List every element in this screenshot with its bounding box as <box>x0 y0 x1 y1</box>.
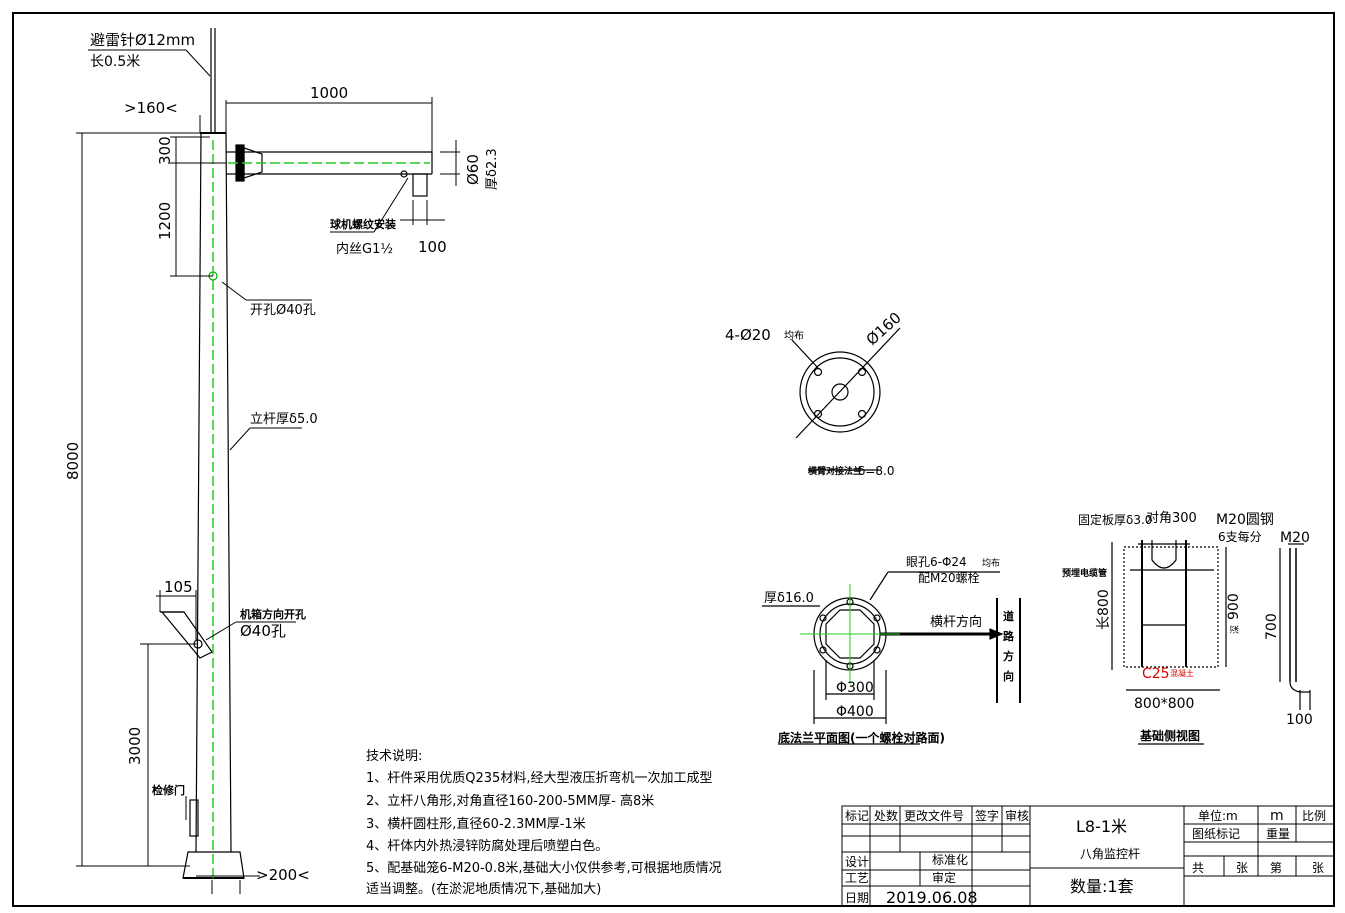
title-block <box>841 805 1335 907</box>
lightning-rod-length: 长0.5米 <box>90 54 140 70</box>
base-flange-holes-note: 均布 <box>982 557 1000 569</box>
wall-thickness: 立杆厚δ5.0 <box>250 412 318 427</box>
pole-dimensions <box>76 49 460 894</box>
concrete-grade: C25 <box>1142 666 1170 682</box>
tb-header-mark: 标记 <box>845 809 869 823</box>
arm-thickness: 厚δ2.3 <box>485 148 500 190</box>
foundation-h800: 长800 <box>1096 589 1112 630</box>
bolt-count: 6支每分 <box>1218 529 1262 544</box>
note-line-3: 3、横杆圆柱形,直径60-2.3MM厚-1米 <box>366 817 586 832</box>
base-flange-labels: 厚δ16.0 眼孔6-Φ24 均布 配M20螺栓 横杆方向 道 路 方 向 Φ3… <box>764 555 1015 745</box>
camera-mount-label: 球机螺纹安装 <box>330 217 396 231</box>
arm-direction: 横杆方向 <box>930 614 982 630</box>
diagonal-300: 对角300 <box>1146 511 1197 526</box>
foundation-caption: 基础侧视图 <box>1139 728 1200 743</box>
svg-text:方: 方 <box>1003 649 1014 663</box>
top-width-dim: >160< <box>124 99 178 117</box>
tb-design: 设计 <box>845 855 869 869</box>
base-flange-holes: 眼孔6-Φ24 <box>906 555 967 569</box>
tb-model: L8-1米 <box>1076 817 1127 836</box>
bracket-105: 105 <box>164 578 193 596</box>
foundation-h900: 900 <box>1226 593 1242 620</box>
svg-text:向: 向 <box>1003 669 1014 683</box>
base-flange-d400: Φ400 <box>836 704 874 720</box>
tb-scale: 比例 <box>1302 809 1326 823</box>
height-3000: 3000 <box>126 727 144 765</box>
tb-header-sign: 签字 <box>975 808 999 823</box>
bolt-length: 700 <box>1264 613 1280 640</box>
base-flange-d300: Φ300 <box>836 680 874 696</box>
concrete-note: 混凝土 <box>1170 668 1194 678</box>
technical-notes: 技术说明: 1、杆件采用优质Q235材料,经大型液压折弯机一次加工成型 2、立杆… <box>366 749 722 897</box>
dim-1200: 1200 <box>156 202 174 240</box>
tb-sheet: 张 <box>1236 861 1248 875</box>
arm-length-dim: 1000 <box>310 84 348 102</box>
pole-elevation <box>160 28 433 879</box>
cable-pipe: 预埋电缆管 <box>1062 567 1107 579</box>
base-flange-bolts: 配M20螺栓 <box>918 570 980 585</box>
svg-text:路: 路 <box>1003 629 1015 643</box>
drawing-frame <box>12 12 1335 907</box>
tb-name: 八角监控杆 <box>1080 847 1140 861</box>
thread-label: 内丝G1½ <box>336 241 393 257</box>
cabinet-hole-size: Ø40孔 <box>240 622 286 640</box>
tb-total: 共 <box>1192 861 1204 875</box>
bolt-hook: 100 <box>1286 712 1313 728</box>
tb-header-file: 更改文件号 <box>904 808 964 823</box>
note-line-4: 4、杆体内外热浸锌防腐处理后喷塑白色。 <box>366 838 608 854</box>
foundation-view <box>1111 540 1311 745</box>
tb-craft: 工艺 <box>845 871 869 885</box>
tb-sheet2: 张 <box>1312 861 1324 875</box>
arm-diameter: Ø60 <box>464 154 482 185</box>
tb-weight: 重量 <box>1266 827 1290 841</box>
tb-no: 第 <box>1270 861 1282 875</box>
plate-thickness: 固定板厚δ3.0 <box>1078 512 1152 527</box>
flange-holes-note: 均布 <box>784 330 804 342</box>
base-flange-thickness: 厚δ16.0 <box>764 591 814 606</box>
note-line-5: 5、配基础笼6-M20-0.8米,基础大小仅供参考,可根据地质情况 <box>366 860 722 876</box>
tb-header-count: 处数 <box>874 808 898 823</box>
tb-drawing-mark: 图纸标记 <box>1192 827 1240 841</box>
bolt-label: M20 <box>1280 530 1310 546</box>
flange-thickness: δ=8.0 <box>858 464 894 478</box>
arm-flange-labels: 4-Ø20 均布 Ø160 横臂对接法兰 δ=8.0 <box>725 309 905 478</box>
tb-quantity: 数量:1套 <box>1070 877 1134 896</box>
bolt-spec: M20圆钢 <box>1216 512 1274 528</box>
tb-unit-value: m <box>1270 808 1284 824</box>
cabinet-hole-title: 机箱方向开孔 <box>240 607 306 621</box>
note-line-6: 适当调整。(在淤泥地质情况下,基础加大) <box>366 882 601 897</box>
flange-caption: 横臂对接法兰 <box>808 465 862 477</box>
foundation-size: 800*800 <box>1134 696 1194 712</box>
pole-labels: 避雷针Ø12mm 长0.5米 >160< 1000 300 1200 Ø60 厚… <box>64 31 500 884</box>
tb-date-label: 日期 <box>845 891 869 905</box>
notes-title: 技术说明: <box>366 749 422 764</box>
foundation-labels: 固定板厚δ3.0 对角300 M20圆钢 6支每分 预埋电缆管 长800 900… <box>1062 511 1313 743</box>
flange-dia: Ø160 <box>863 309 905 349</box>
tb-unit: 单位:m <box>1198 808 1238 823</box>
tb-date: 2019.06.08 <box>886 888 978 907</box>
title-block-text: 标记 处数 更改文件号 签字 审核 设计 工艺 日期 2019.06.08 标准… <box>845 808 1326 907</box>
svg-text:道: 道 <box>1003 609 1014 623</box>
arm-flange-view <box>791 327 901 471</box>
dim-100: 100 <box>418 238 447 256</box>
base-width-dim: >200< <box>256 866 310 884</box>
center-lines <box>212 140 430 880</box>
hole-40-label: 开孔Ø40孔 <box>250 303 316 318</box>
base-flange-caption: 底法兰平面图(一个螺栓对路面) <box>778 730 945 745</box>
height-8000: 8000 <box>64 442 82 480</box>
base-flange-green <box>800 584 900 684</box>
note-line-2: 2、立杆八角形,对角直径160-200-5MM厚- 高8米 <box>366 793 654 809</box>
flange-holes: 4-Ø20 <box>725 326 771 344</box>
tb-review: 审定 <box>932 870 956 885</box>
door-label: 检修门 <box>152 783 185 797</box>
note-line-1: 1、杆件采用优质Q235材料,经大型液压折弯机一次加工成型 <box>366 770 712 786</box>
tb-header-check: 审核 <box>1005 808 1029 823</box>
lightning-rod-label: 避雷针Ø12mm <box>90 31 195 49</box>
foundation-h900-note: 深 <box>1230 625 1241 634</box>
road-direction: 道 路 方 向 <box>1003 609 1015 683</box>
tb-standard: 标准化 <box>932 853 968 867</box>
dim-300: 300 <box>156 136 174 165</box>
